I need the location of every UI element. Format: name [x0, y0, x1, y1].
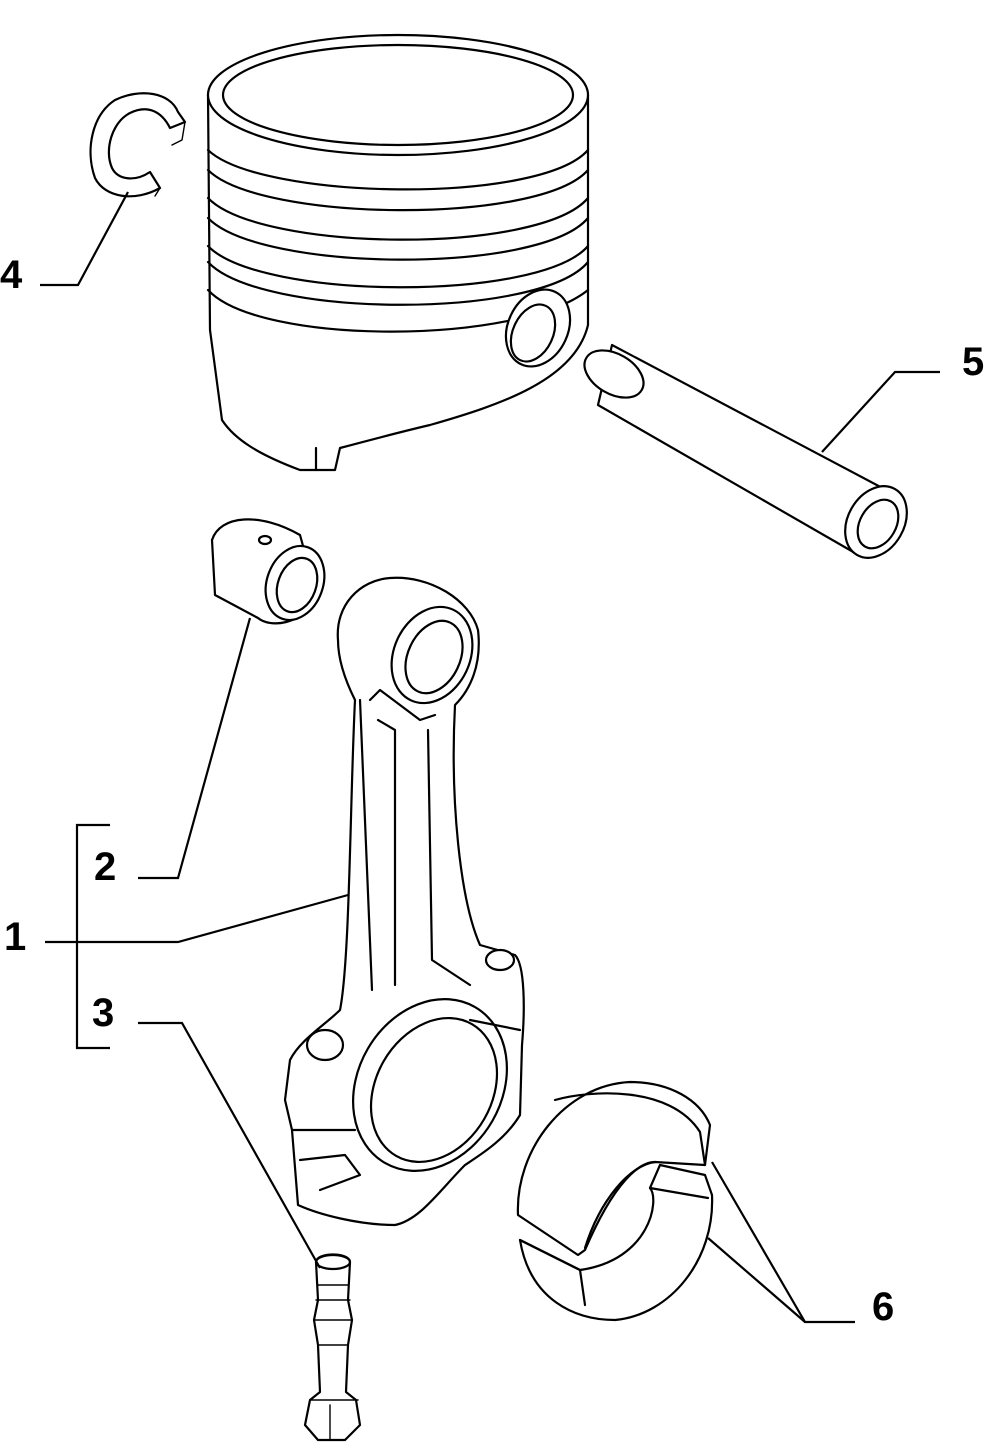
leader-5: [821, 370, 940, 453]
small-end-bush[interactable]: [210, 518, 334, 628]
gudgeon-pin[interactable]: [576, 341, 919, 569]
callouts: 1 2 3 4 5 6: [0, 253, 984, 1329]
connecting-rod[interactable]: [283, 576, 537, 1227]
leader-lines: [40, 191, 940, 1324]
group-bracket: [75, 823, 110, 1050]
bearing-shells[interactable]: [516, 1080, 714, 1322]
leader-6a: [711, 1161, 855, 1324]
callout-5: 5: [962, 340, 984, 384]
callout-6: 6: [872, 1285, 894, 1329]
rod-bolt[interactable]: [303, 1253, 362, 1442]
callout-4: 4: [0, 253, 23, 297]
callout-2: 2: [94, 845, 116, 889]
leader-4: [40, 191, 129, 287]
callout-3: 3: [92, 991, 114, 1035]
circlip[interactable]: [89, 92, 187, 198]
leader-2: [138, 617, 252, 880]
leader-1: [45, 893, 349, 944]
leader-3: [138, 1021, 321, 1269]
piston[interactable]: [206, 33, 590, 472]
leader-6b: [707, 1237, 806, 1323]
callout-1: 1: [4, 915, 26, 959]
